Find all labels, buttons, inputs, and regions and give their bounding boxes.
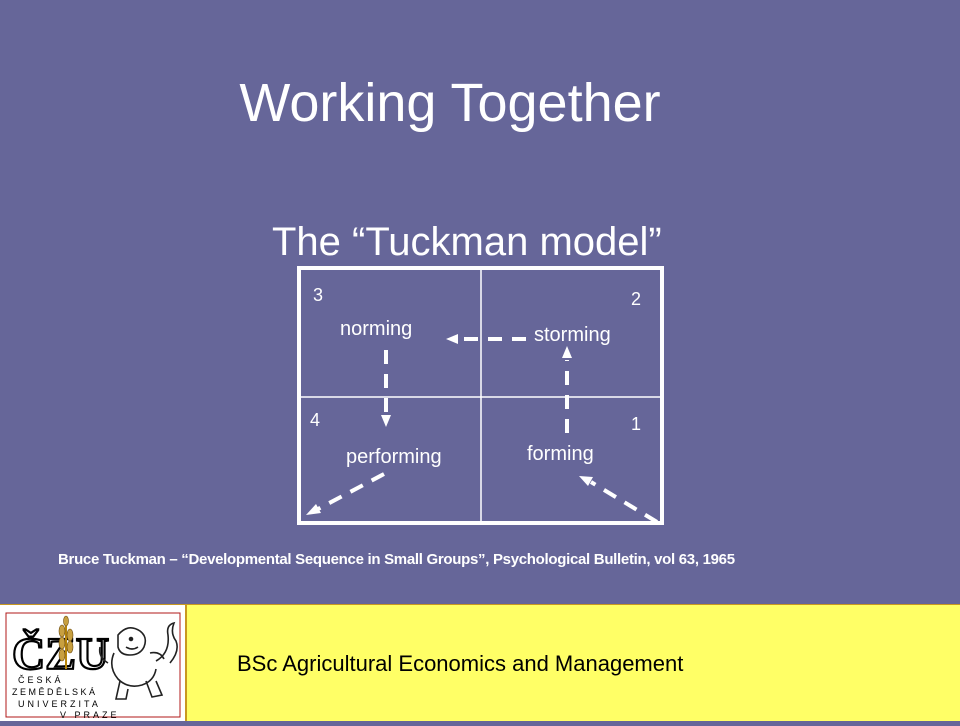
logo-text-line2: ZEMĚDĚLSKÁ [12,687,98,697]
wheat-icon [58,615,74,669]
quadrant-number-3: 3 [313,285,323,305]
arrow-forming-to-storming [562,346,572,433]
slide-subtitle: The “Tuckman model” [272,220,662,264]
quadrant-number-1: 1 [631,414,641,434]
quadrant-number-4: 4 [310,410,320,430]
logo-text-line3: UNIVERZITA [18,699,101,709]
stage-label-performing: performing [346,446,442,468]
slide-title: Working Together [239,73,661,133]
quadrant-number-2: 2 [631,289,641,309]
arrow-entry-to-forming [579,476,659,524]
stage-label-forming: forming [527,443,594,465]
logo-text-line4: V PRAZE [60,710,120,720]
stage-label-storming: storming [534,324,611,346]
stage-label-norming: norming [340,318,412,340]
arrow-storming-to-norming [446,334,526,344]
lion-icon [98,621,178,700]
logo-text-line1: ČESKÁ [18,675,64,685]
arrow-norming-to-performing [381,350,391,427]
footer-bar: ČZU ČESKÁ ZEMĚDĚ [0,604,960,721]
footer-program-name: BSc Agricultural Economics and Managemen… [237,651,684,676]
source-citation: Bruce Tuckman – “Developmental Sequence … [58,551,735,568]
university-logo: ČZU ČESKÁ ZEMĚDĚ [0,605,187,721]
arrow-performing-to-exit [306,472,385,515]
